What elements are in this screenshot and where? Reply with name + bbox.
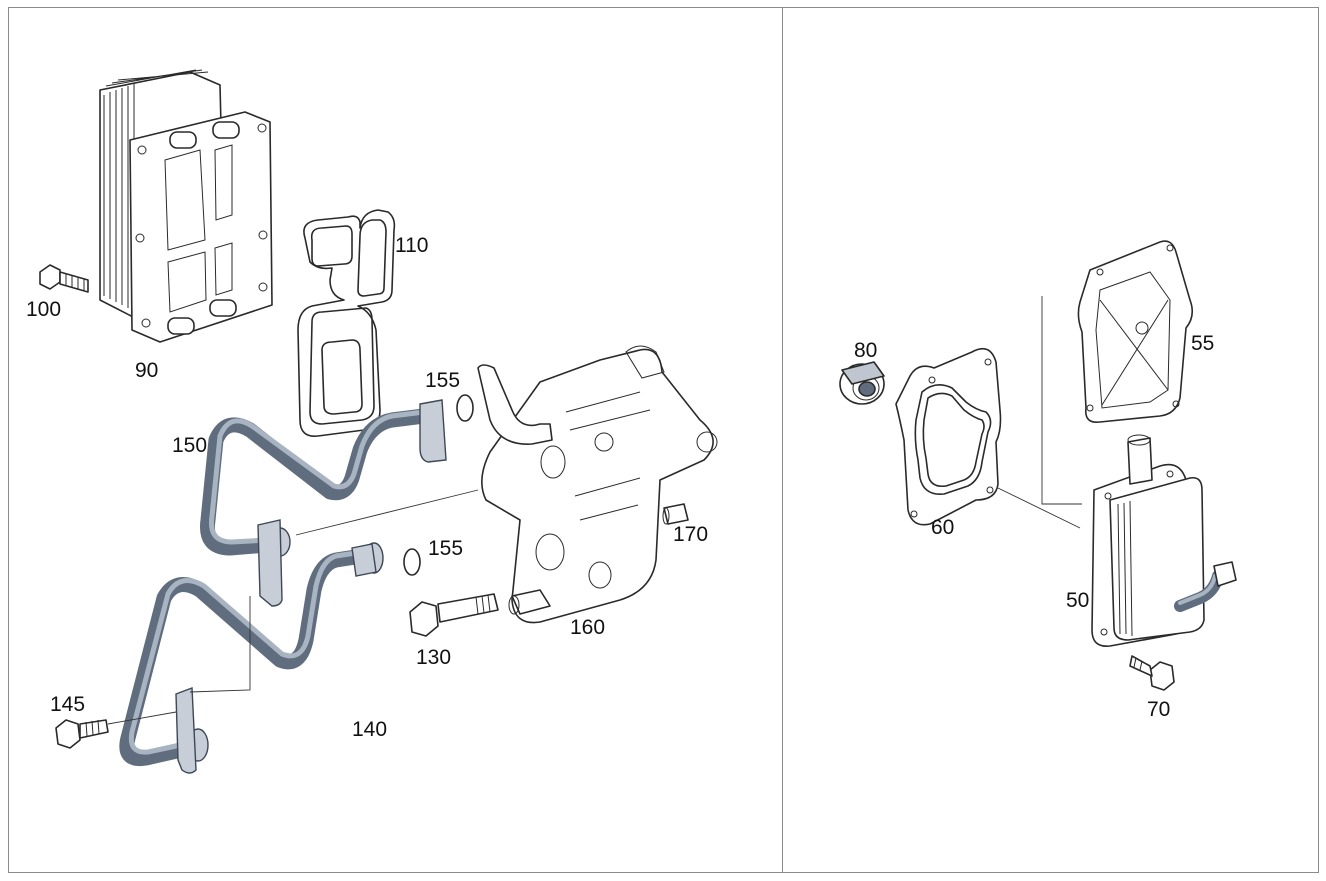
part-50-oil-cooler	[1091, 434, 1237, 647]
callout-170: 170	[673, 523, 709, 546]
part-150-pipe	[199, 399, 447, 607]
callout-150: 150	[172, 434, 208, 457]
callout-90: 90	[135, 359, 159, 382]
part-145-bolt	[55, 719, 109, 749]
part-60-gasket	[895, 347, 1002, 526]
right-panel-frame	[782, 7, 1319, 873]
callout-50: 50	[1066, 589, 1090, 612]
part-155-o-rings	[403, 394, 474, 576]
callout-60: 60	[931, 516, 955, 539]
part-160-housing	[477, 345, 718, 624]
callout-160: 160	[570, 616, 606, 639]
callout-145: 145	[50, 693, 86, 716]
part-90-oil-cooler	[99, 69, 273, 343]
leader-145-to-pipe	[107, 711, 177, 725]
leader-150-to-housing	[295, 489, 479, 536]
callout-140: 140	[352, 718, 388, 741]
part-110-gasket	[297, 209, 396, 437]
part-130-bolt	[409, 593, 499, 637]
callout-70: 70	[1147, 698, 1171, 721]
part-70-bolt	[1129, 655, 1175, 691]
callout-80: 80	[854, 339, 878, 362]
callout-130: 130	[416, 646, 452, 669]
part-140-pipe	[119, 542, 384, 774]
leader-55-bracket	[1041, 296, 1082, 505]
part-55-cover	[1077, 240, 1194, 424]
callout-155-upper: 155	[425, 369, 461, 392]
leader-60-to-50	[997, 487, 1081, 529]
part-100-bolt	[39, 264, 89, 293]
part-80-cap	[839, 361, 885, 405]
part-170-sleeve	[662, 503, 689, 525]
callout-110: 110	[395, 234, 429, 257]
callout-100: 100	[26, 298, 62, 321]
callout-55: 55	[1191, 332, 1215, 355]
callout-155-lower: 155	[428, 537, 464, 560]
leader-140-bracket	[189, 596, 251, 693]
